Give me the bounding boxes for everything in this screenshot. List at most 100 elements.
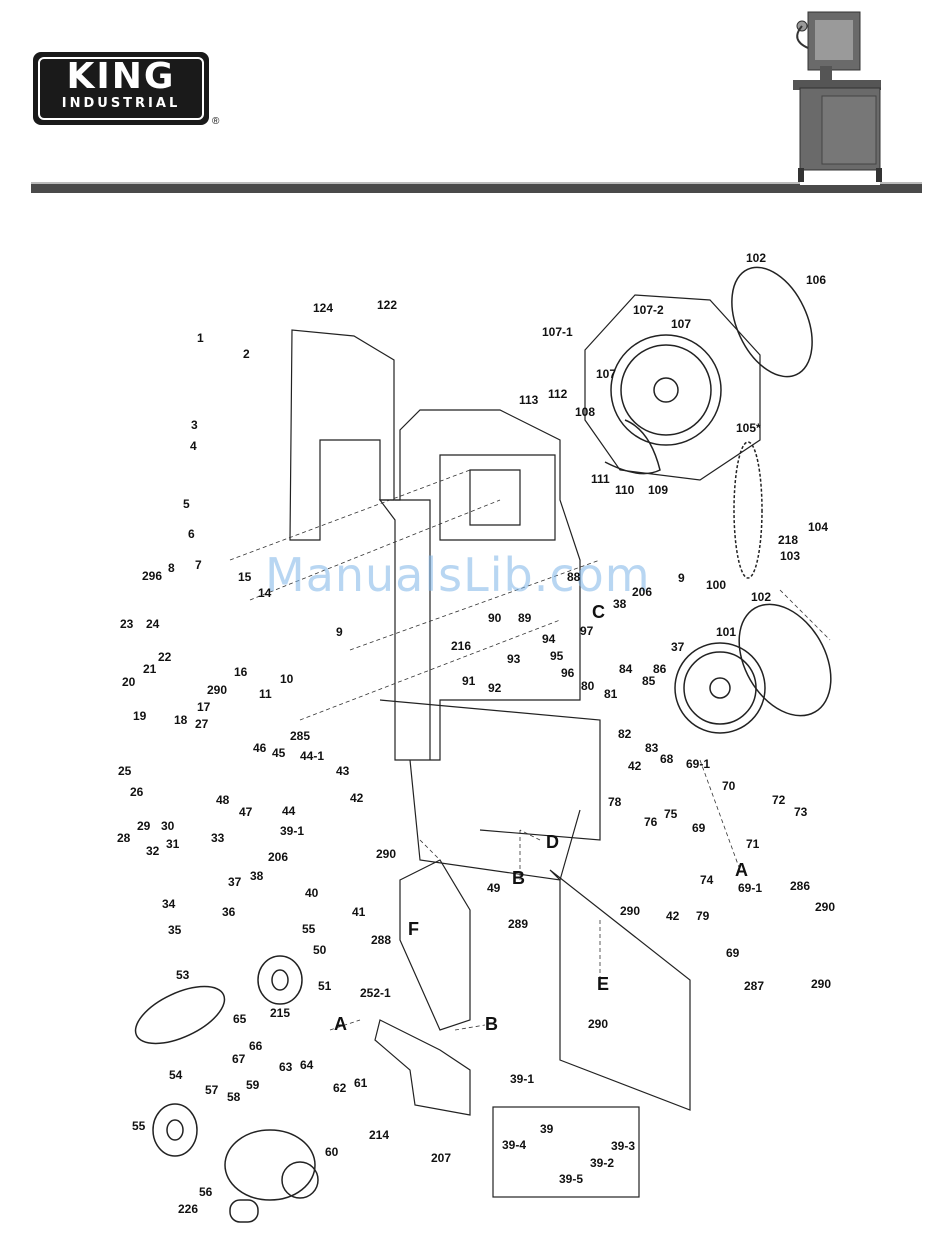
part-label: 80 xyxy=(581,679,595,693)
part-label: 71 xyxy=(746,837,760,851)
part-label: 104 xyxy=(808,520,828,534)
part-label: 93 xyxy=(507,652,521,666)
part-label: 86 xyxy=(653,662,667,676)
part-label: 42 xyxy=(350,791,364,805)
part-label: 32 xyxy=(146,844,160,858)
part-label: 38 xyxy=(250,869,264,883)
part-label: 45 xyxy=(272,746,286,760)
part-label: 36 xyxy=(222,905,236,919)
part-label: 37 xyxy=(228,875,242,889)
part-label: 10 xyxy=(280,672,294,686)
part-label: 207 xyxy=(431,1151,451,1165)
part-label: 16 xyxy=(234,665,248,679)
part-label: 102 xyxy=(746,251,766,265)
part-label: 44-1 xyxy=(300,749,324,763)
reference-letter: C xyxy=(592,602,605,622)
reference-letter: F xyxy=(408,919,419,939)
part-label: 285 xyxy=(290,729,310,743)
part-label: 1 xyxy=(197,331,204,345)
part-label: 94 xyxy=(542,632,556,646)
part-label: 286 xyxy=(790,879,810,893)
part-label: 37 xyxy=(671,640,685,654)
part-label: 11 xyxy=(259,687,272,701)
part-label: 89 xyxy=(518,611,532,625)
part-label: 43 xyxy=(336,764,350,778)
part-label: 24 xyxy=(146,617,160,631)
part-label: 49 xyxy=(487,881,501,895)
part-label: 55 xyxy=(302,922,316,936)
registered-mark: ® xyxy=(212,116,220,127)
king-industrial-logo: KING INDUSTRIAL xyxy=(33,52,209,125)
part-label: 214 xyxy=(369,1128,389,1142)
part-label: 79 xyxy=(696,909,710,923)
part-label: 107-1 xyxy=(542,325,573,339)
part-label: 56 xyxy=(199,1185,213,1199)
part-label: 65 xyxy=(233,1012,247,1026)
part-label: 75 xyxy=(664,807,678,821)
part-label: 96 xyxy=(561,666,575,680)
frame-body xyxy=(289,294,761,1198)
part-label: 9 xyxy=(678,571,685,585)
part-label: 6 xyxy=(188,527,195,541)
part-label: 55 xyxy=(132,1119,146,1133)
part-label: 48 xyxy=(216,793,230,807)
part-label: 54 xyxy=(169,1068,183,1082)
part-label: 18 xyxy=(174,713,188,727)
part-label: 108 xyxy=(575,405,595,419)
part-label: 69-1 xyxy=(686,757,710,771)
part-label: 19 xyxy=(133,709,147,723)
part-label: 73 xyxy=(794,805,808,819)
part-label: 112 xyxy=(548,387,568,401)
wheels-and-pulleys xyxy=(134,266,832,1223)
part-label: 62 xyxy=(333,1081,347,1095)
part-label: 26 xyxy=(130,785,144,799)
part-label: 95 xyxy=(550,649,564,663)
part-label: 72 xyxy=(772,793,786,807)
part-label: 59 xyxy=(246,1078,260,1092)
part-label: 290 xyxy=(207,683,227,697)
part-label: 31 xyxy=(166,837,180,851)
part-label: 34 xyxy=(162,897,176,911)
part-label: 44 xyxy=(282,804,296,818)
part-label: 8 xyxy=(168,561,175,575)
part-label: 109 xyxy=(648,483,668,497)
part-label: 289 xyxy=(508,917,528,931)
part-label: 50 xyxy=(313,943,327,957)
part-label: 215 xyxy=(270,1006,290,1020)
header-rule-highlight xyxy=(31,182,922,184)
part-label: 25 xyxy=(118,764,132,778)
part-label: 290 xyxy=(588,1017,608,1031)
part-label: 23 xyxy=(120,617,134,631)
part-label: 90 xyxy=(488,611,502,625)
reference-letter: B xyxy=(485,1014,498,1034)
part-label: 216 xyxy=(451,639,471,653)
part-label: 88 xyxy=(567,570,581,584)
part-label: 35 xyxy=(168,923,182,937)
part-label: 64 xyxy=(300,1058,314,1072)
part-label: 42 xyxy=(666,909,680,923)
part-label: 21 xyxy=(143,662,157,676)
part-label: 69 xyxy=(692,821,706,835)
reference-letter: A xyxy=(735,860,748,880)
part-label: 69-1 xyxy=(738,881,762,895)
part-label: 82 xyxy=(618,727,632,741)
part-label: 39-4 xyxy=(502,1138,526,1152)
part-label: 67 xyxy=(232,1052,246,1066)
part-label: 107-2 xyxy=(633,303,664,317)
part-label: 110 xyxy=(615,483,635,497)
logo-brand-name: KING xyxy=(66,56,176,97)
part-label: 33 xyxy=(211,831,225,845)
part-label: 29 xyxy=(137,819,151,833)
logo-border xyxy=(38,57,204,120)
part-label: 124 xyxy=(313,301,333,315)
part-label: 51 xyxy=(318,979,332,993)
part-label: 42 xyxy=(628,759,642,773)
leader-lines xyxy=(229,469,831,1031)
part-label: 290 xyxy=(620,904,640,918)
part-label: 61 xyxy=(354,1076,368,1090)
part-label: 85 xyxy=(642,674,656,688)
part-label: 17 xyxy=(197,700,211,714)
part-label: 39-1 xyxy=(280,824,304,838)
part-label: 74 xyxy=(700,873,714,887)
